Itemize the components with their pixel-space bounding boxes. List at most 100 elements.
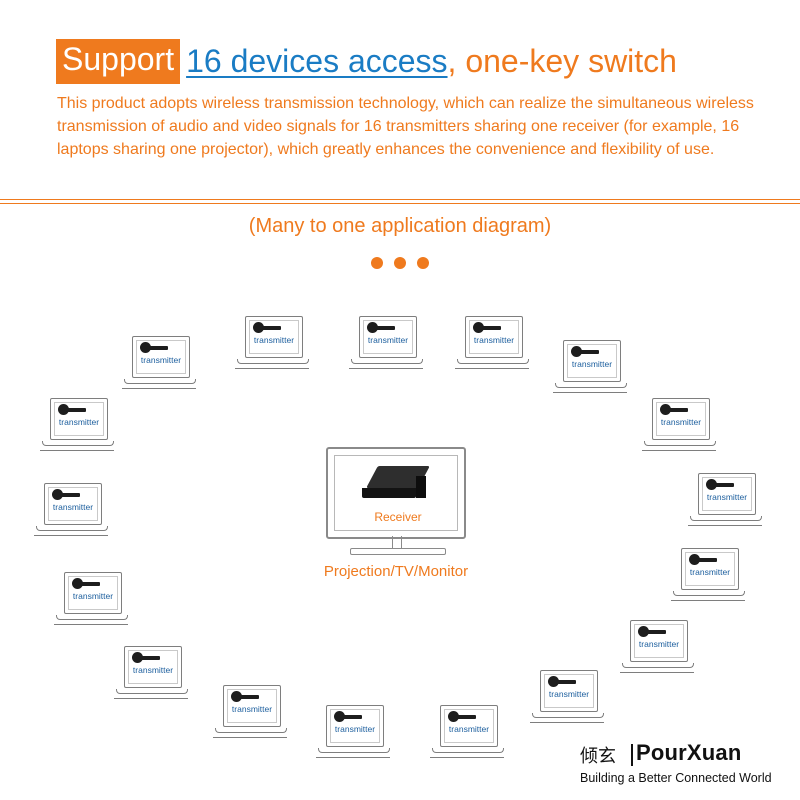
laptop-deck [122, 386, 196, 389]
brand-divider [631, 744, 633, 766]
diagram-title: (Many to one application diagram) [248, 215, 552, 237]
headline-switch: one-key switch [456, 42, 677, 79]
dongle-icon [132, 652, 143, 663]
dongle-icon [231, 691, 242, 702]
transmitter-laptop: transmitter [430, 705, 508, 771]
dongle-stick [714, 483, 734, 487]
transmitter-laptop: transmitter [316, 705, 394, 771]
laptop-deck [40, 448, 114, 451]
laptop-base [673, 591, 745, 596]
dongle-stick [375, 326, 395, 330]
transmitter-label: transmitter [660, 417, 702, 427]
headline-comma: , [447, 42, 457, 79]
transmitter-label: transmitter [473, 335, 515, 345]
headline-highlight: Support [56, 38, 181, 84]
dongle-icon [52, 489, 63, 500]
laptop-base [555, 383, 627, 388]
dongle-icon [448, 711, 459, 722]
dongle-icon [367, 322, 378, 333]
transmitter-label: transmitter [52, 502, 94, 512]
dongle-stick [80, 582, 100, 586]
laptop-base [457, 359, 529, 364]
dongle-stick [646, 630, 666, 634]
laptop-base [42, 441, 114, 446]
laptop-base [215, 728, 287, 733]
monitor-stand-base [350, 548, 446, 555]
transmitter-laptop: transmitter [114, 646, 192, 712]
receiver-box-side [416, 476, 426, 498]
divider-bottom [0, 203, 800, 204]
dongle-icon [473, 322, 484, 333]
brand-logo: 倾玄 PourXuan Building a Better Connected … [576, 740, 796, 792]
transmitter-label: transmitter [638, 639, 680, 649]
transmitter-label: transmitter [571, 359, 613, 369]
decor-dot [371, 257, 383, 269]
monitor-caption: Projection/TV/Monitor [323, 563, 469, 580]
headline-devices-link: 16 devices access [186, 42, 448, 79]
transmitter-label: transmitter [448, 724, 490, 734]
dongle-stick [342, 715, 362, 719]
dongle-stick [261, 326, 281, 330]
laptop-deck [316, 755, 390, 758]
dongle-icon [660, 404, 671, 415]
laptop-base [622, 663, 694, 668]
dongle-stick [579, 350, 599, 354]
transmitter-laptop: transmitter [122, 336, 200, 402]
divider-top [0, 199, 800, 200]
dongle-icon [706, 479, 717, 490]
laptop-deck [235, 366, 309, 369]
receiver-box-front [362, 488, 416, 498]
laptop-deck [54, 622, 128, 625]
transmitter-label: transmitter [132, 665, 174, 675]
dongle-icon [334, 711, 345, 722]
laptop-base [432, 748, 504, 753]
laptop-base [690, 516, 762, 521]
dongle-icon [140, 342, 151, 353]
dongle-stick [239, 695, 259, 699]
laptop-deck [213, 735, 287, 738]
dongle-stick [668, 408, 688, 412]
laptop-deck [430, 755, 504, 758]
laptop-base [532, 713, 604, 718]
dongle-stick [140, 656, 160, 660]
dongle-icon [58, 404, 69, 415]
laptop-base [237, 359, 309, 364]
laptop-deck [620, 670, 694, 673]
transmitter-laptop: transmitter [642, 398, 720, 464]
laptop-screen [440, 705, 498, 747]
dongle-icon [689, 554, 700, 565]
laptop-base [644, 441, 716, 446]
laptop-deck [530, 720, 604, 723]
transmitter-laptop: transmitter [34, 483, 112, 549]
laptop-deck [671, 598, 745, 601]
dongle-icon [548, 676, 559, 687]
transmitter-label: transmitter [706, 492, 748, 502]
dongle-stick [66, 408, 86, 412]
transmitter-laptop: transmitter [40, 398, 118, 464]
laptop-base [124, 379, 196, 384]
transmitter-laptop: transmitter [620, 620, 698, 686]
laptop-deck [455, 366, 529, 369]
monitor-screen [334, 455, 458, 531]
transmitter-label: transmitter [689, 567, 731, 577]
laptop-base [116, 689, 188, 694]
laptop-base [36, 526, 108, 531]
headline: Support 16 devices access , one-key swit… [56, 38, 677, 84]
transmitter-label: transmitter [367, 335, 409, 345]
dongle-stick [148, 346, 168, 350]
laptop-deck [688, 523, 762, 526]
brand-tagline: Building a Better Connected World [580, 771, 772, 785]
dongle-stick [456, 715, 476, 719]
laptop-base [318, 748, 390, 753]
transmitter-label: transmitter [253, 335, 295, 345]
dongle-stick [481, 326, 501, 330]
dongle-stick [556, 680, 576, 684]
laptop-deck [642, 448, 716, 451]
transmitter-laptop: transmitter [553, 340, 631, 406]
transmitter-laptop: transmitter [235, 316, 313, 382]
dongle-icon [72, 578, 83, 589]
brand-chinese-name: 倾玄 [580, 746, 616, 767]
laptop-deck [553, 390, 627, 393]
transmitter-laptop: transmitter [349, 316, 427, 382]
brand-english-name: PourXuan [636, 740, 742, 765]
